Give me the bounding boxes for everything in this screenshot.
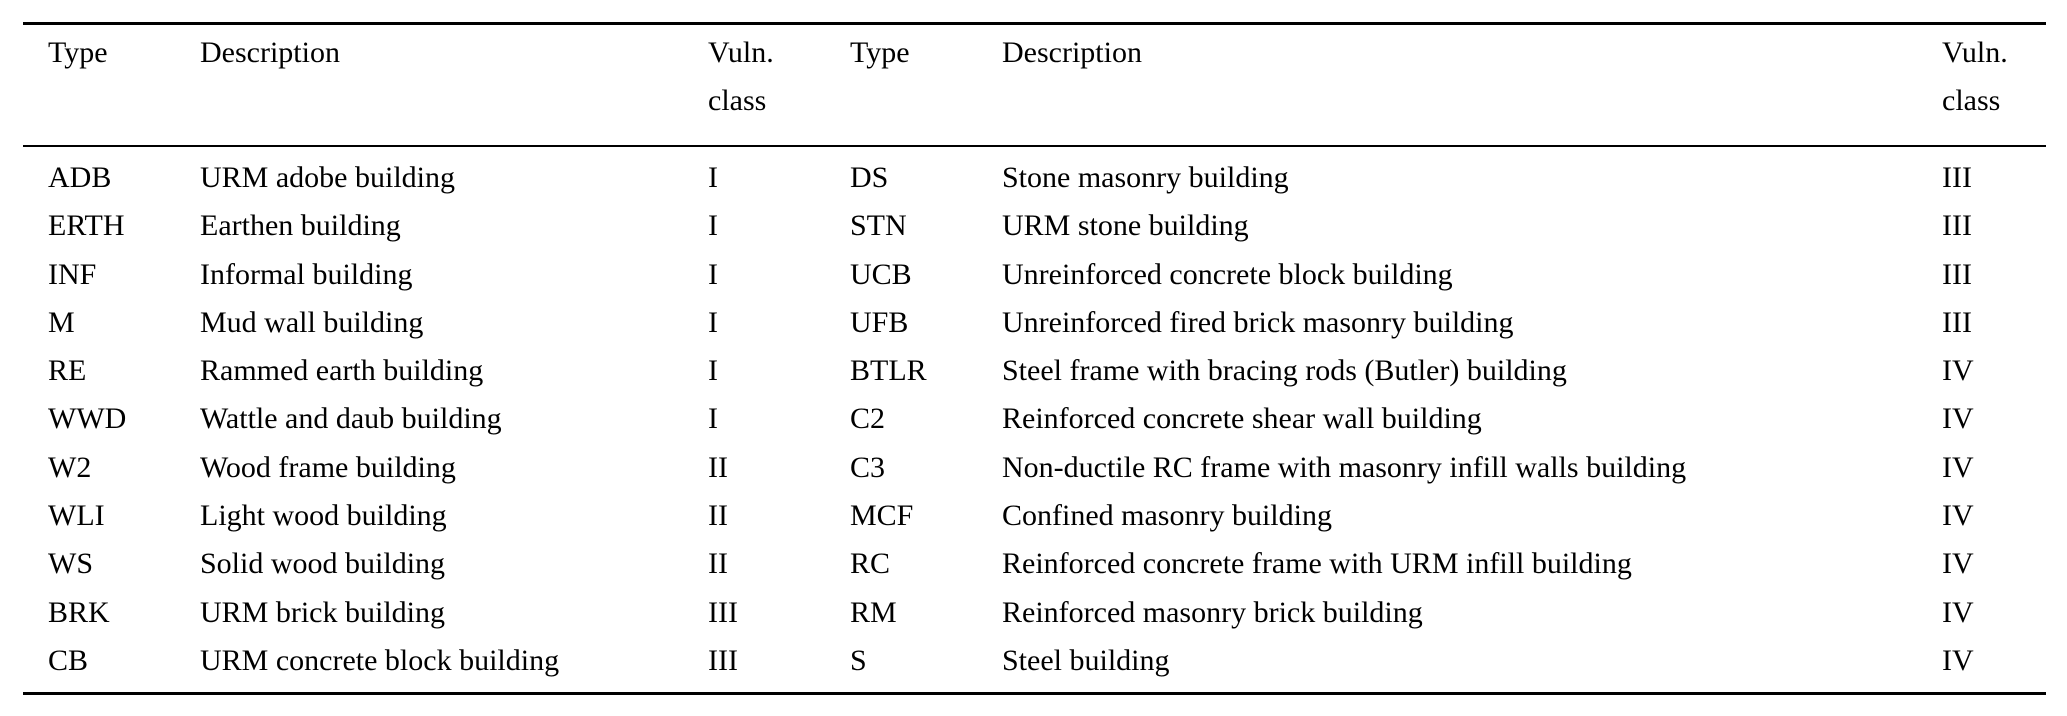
table-row: WS Solid wood building II RC Reinforced … [48, 540, 2046, 588]
type-code-cell-left: ADB [48, 161, 112, 194]
type-code-cell-right: S [850, 643, 867, 677]
description-cell-left: Informal building [200, 257, 413, 291]
type-code-cell-left: WWD [48, 402, 127, 436]
type-code-cell-left: INF [48, 257, 97, 291]
header-vuln-line2: class [708, 84, 767, 117]
description-cell-right: Steel building [1002, 643, 1170, 677]
description-cell-left: Wood frame building [200, 450, 456, 484]
header-vuln-class-left: Vuln. class [708, 29, 850, 125]
header-type-right: Type [850, 36, 910, 69]
type-code-cell-left: WLI [48, 499, 105, 533]
description-cell-right: Stone masonry building [1002, 161, 1289, 194]
table-body: ADB URM adobe building I DS Stone masonr… [23, 147, 2046, 692]
table-row: RE Rammed earth building I BTLR Steel fr… [48, 347, 2046, 395]
description-cell-right: URM stone building [1002, 209, 1249, 243]
vuln-class-cell-right: III [1942, 305, 1972, 339]
description-cell-right: Reinforced masonry brick building [1002, 595, 1423, 629]
table-row: W2 Wood frame building II C3 Non-ductile… [48, 444, 2046, 492]
description-cell-left: Wattle and daub building [200, 402, 502, 436]
description-cell-right: Reinforced concrete frame with URM infil… [1002, 547, 1632, 581]
type-code-cell-left: W2 [48, 450, 92, 484]
vuln-class-cell-left: I [708, 305, 718, 339]
vuln-class-cell-left: I [708, 209, 718, 243]
vuln-class-cell-left: I [708, 257, 718, 291]
description-cell-left: Earthen building [200, 209, 401, 243]
type-code-cell-right: BTLR [850, 354, 927, 388]
building-types-table: Type Description Vuln. class Type Descri… [23, 22, 2046, 695]
vuln-class-cell-right: III [1942, 257, 1972, 291]
description-cell-right: Steel frame with bracing rods (Butler) b… [1002, 354, 1567, 388]
table-row: WLI Light wood building II MCF Confined … [48, 492, 2046, 540]
header-vuln-line1: Vuln. [1942, 36, 2008, 69]
type-code-cell-right: C2 [850, 402, 886, 436]
description-cell-right: Unreinforced fired brick masonry buildin… [1002, 305, 1514, 339]
description-cell-right: Unreinforced concrete block building [1002, 257, 1453, 291]
header-vuln-class-right: Vuln. class [1942, 29, 2046, 125]
description-cell-right: Confined masonry building [1002, 499, 1332, 533]
vuln-class-cell-right: IV [1942, 499, 1974, 533]
description-cell-left: Mud wall building [200, 305, 424, 339]
table-row: WWD Wattle and daub building I C2 Reinfo… [48, 395, 2046, 443]
header-type-left: Type [48, 36, 108, 69]
vuln-class-cell-left: III [708, 643, 738, 677]
type-code-cell-left: RE [48, 354, 87, 388]
header-description-right: Description [1002, 36, 1142, 69]
vuln-class-cell-right: IV [1942, 354, 1974, 388]
type-code-cell-right: C3 [850, 450, 886, 484]
vuln-class-cell-left: III [708, 595, 738, 629]
vuln-class-cell-left: II [708, 547, 728, 581]
type-code-cell-right: RC [850, 547, 891, 581]
description-cell-left: Rammed earth building [200, 354, 484, 388]
table-row: ADB URM adobe building I DS Stone masonr… [48, 154, 2046, 202]
table-row: ERTH Earthen building I STN URM stone bu… [48, 202, 2046, 250]
table-header-row: Type Description Vuln. class Type Descri… [48, 29, 2046, 125]
type-code-cell-left: WS [48, 547, 93, 581]
type-code-cell-right: DS [850, 161, 889, 194]
description-cell-left: URM brick building [200, 595, 445, 629]
vuln-class-cell-right: IV [1942, 547, 1974, 581]
type-code-cell-right: UCB [850, 257, 912, 291]
header-vuln-line2: class [1942, 84, 2001, 117]
vuln-class-cell-right: IV [1942, 595, 1974, 629]
header-vuln-line1: Vuln. [708, 36, 774, 69]
description-cell-right: Non-ductile RC frame with masonry infill… [1002, 450, 1687, 484]
table-row: INF Informal building I UCB Unreinforced… [48, 251, 2046, 299]
vuln-class-cell-left: II [708, 450, 728, 484]
type-code-cell-right: RM [850, 595, 897, 629]
description-cell-right: Reinforced concrete shear wall building [1002, 402, 1482, 436]
vuln-class-cell-right: III [1942, 209, 1972, 243]
vuln-class-cell-right: IV [1942, 402, 1974, 436]
table-row: BRK URM brick building III RM Reinforced… [48, 589, 2046, 637]
header-description-left: Description [200, 36, 340, 69]
type-code-cell-left: ERTH [48, 209, 125, 243]
table-row: M Mud wall building I UFB Unreinforced f… [48, 299, 2046, 347]
description-cell-left: Light wood building [200, 499, 447, 533]
vuln-class-cell-right: IV [1942, 450, 1974, 484]
vuln-class-cell-left: I [708, 354, 718, 388]
type-code-cell-right: STN [850, 209, 907, 243]
type-code-cell-right: MCF [850, 499, 914, 533]
table-header: Type Description Vuln. class Type Descri… [23, 25, 2046, 147]
table-row: CB URM concrete block building III S Ste… [48, 637, 2046, 685]
vuln-class-cell-right: IV [1942, 643, 1974, 677]
description-cell-left: Solid wood building [200, 547, 446, 581]
type-code-cell-left: BRK [48, 595, 110, 629]
vuln-class-cell-left: I [708, 161, 718, 194]
vuln-class-cell-left: II [708, 499, 728, 533]
vuln-class-cell-left: I [708, 402, 718, 436]
description-cell-left: URM concrete block building [200, 643, 560, 677]
type-code-cell-left: CB [48, 643, 89, 677]
type-code-cell-right: UFB [850, 305, 909, 339]
type-code-cell-left: M [48, 305, 75, 339]
description-cell-left: URM adobe building [200, 161, 455, 194]
vuln-class-cell-right: III [1942, 161, 1972, 194]
